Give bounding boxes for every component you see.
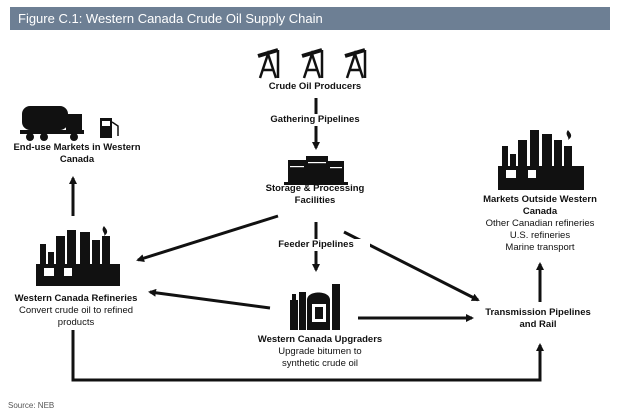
storage-label-2: Facilities <box>294 195 336 206</box>
markets-label-2: Canada <box>522 206 558 217</box>
refinery-icon <box>498 130 584 190</box>
feeder-label: Feeder Pipelines <box>262 239 370 251</box>
pumpjack-icon <box>257 48 367 79</box>
upgraders-desc-1: Upgrade bitumen to <box>278 346 362 357</box>
storage-label-1: Storage & Processing <box>265 183 365 194</box>
figure-title: Figure C.1: Western Canada Crude Oil Sup… <box>18 11 323 26</box>
refineries-label: Western Canada Refineries <box>14 293 138 304</box>
arrow-refineries-loop-to-transmission <box>71 330 544 382</box>
refineries-desc-2: products <box>57 317 95 328</box>
arrow-upgraders-to-refineries <box>148 288 271 310</box>
arrow-storage-to-refineries <box>136 214 279 263</box>
tanker-truck-icon <box>20 106 119 141</box>
storage-tanks-icon <box>284 156 348 185</box>
upgraders-desc-2: synthetic crude oil <box>281 358 359 369</box>
producers-label: Crude Oil Producers <box>268 81 362 92</box>
markets-desc-3: Marine transport <box>505 242 575 253</box>
gathering-label: Gathering Pipelines <box>255 114 375 126</box>
transmission-label-2: and Rail <box>519 319 557 330</box>
markets-desc-2: U.S. refineries <box>509 230 571 241</box>
transmission-label-1: Transmission Pipelines <box>485 307 591 318</box>
markets-desc-1: Other Canadian refineries <box>485 218 595 229</box>
enduse-label-1: End-use Markets in Western <box>13 142 141 153</box>
markets-label-1: Markets Outside Western <box>483 194 597 205</box>
enduse-label-2: Canada <box>59 154 95 165</box>
refineries-desc-1: Convert crude oil to refined <box>18 305 134 316</box>
refinery-icon <box>36 226 120 286</box>
upgrader-icon <box>290 284 340 330</box>
title-bar: Figure C.1: Western Canada Crude Oil Sup… <box>10 7 610 30</box>
upgraders-label: Western Canada Upgraders <box>257 334 383 345</box>
source-note: Source: NEB <box>8 401 55 410</box>
